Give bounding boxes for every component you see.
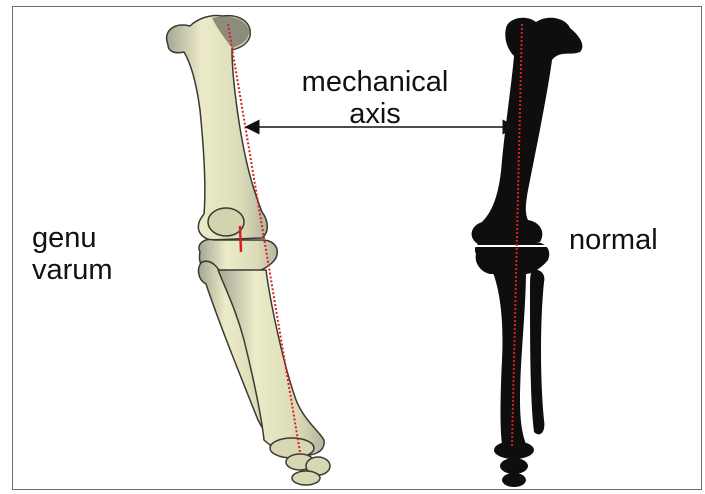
normal-fibula [530,270,544,435]
normal-foot-1 [500,458,528,474]
normal-leg [472,18,583,487]
genu-varum-label-line1: genu [32,222,113,254]
mechanical-axis-label: mechanical axis [262,66,488,130]
varum-tibia [218,270,324,455]
mechanical-axis-label-line2: axis [262,98,488,130]
normal-femur [472,18,583,244]
varum-foot-3 [292,471,320,485]
varum-knee-deviation-line [240,226,241,252]
normal-tibia [492,270,526,444]
mechanical-axis-label-line1: mechanical [262,66,488,98]
normal-foot-2 [502,473,526,487]
genu-varum-label-line2: varum [32,254,113,286]
genu-varum-label: genu varum [32,222,113,286]
normal-label: normal [569,224,658,256]
normal-talus [494,441,534,459]
varum-patella [208,208,244,236]
